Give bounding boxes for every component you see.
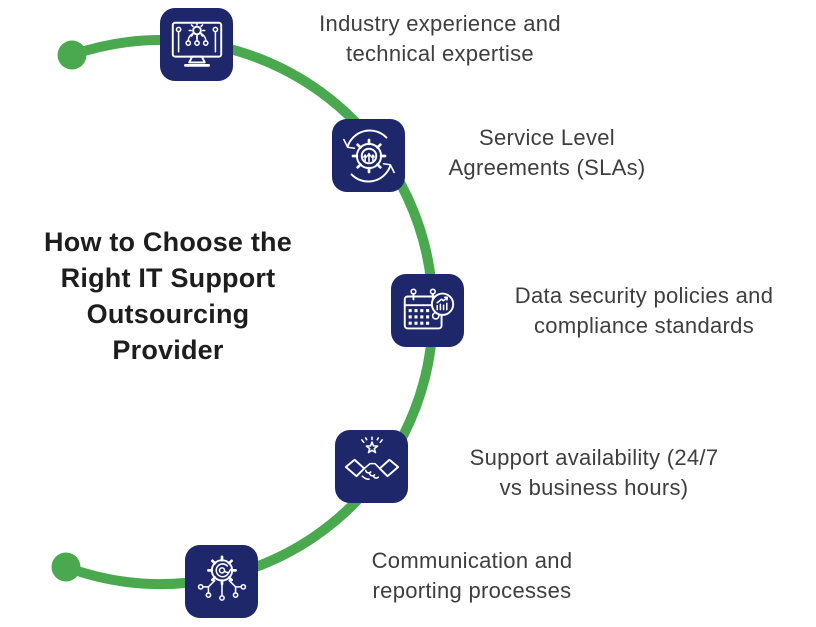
gear-circuit-icon [197,554,246,601]
step-label-1: Industry experience and technical expert… [275,9,605,69]
step-label-line: Industry experience and [319,11,561,36]
step-label-5: Communication and reporting processes [332,546,612,606]
monitor-network-icon [171,21,222,67]
step-label-3: Data security policies and compliance st… [479,281,809,341]
page-title-line: Outsourcing [86,299,250,329]
step-tile-5 [185,545,258,618]
step-label-line: Communication and [371,548,573,573]
step-label-line: vs business hours) [499,475,689,500]
page-title-line: How to Choose the [44,227,292,257]
step-tile-1 [160,8,233,81]
page-title-line: Provider [112,335,224,365]
gear-refresh-icon [342,129,395,182]
step-label-line: technical expertise [346,41,534,66]
step-tile-3 [391,274,464,347]
calendar-chart-icon [403,288,454,329]
step-tile-4 [335,430,408,503]
page-title: How to Choose the Right IT Support Outso… [2,224,334,368]
handshake-star-icon [344,435,399,480]
step-label-line: Data security policies and [514,283,774,308]
page-title-line: Right IT Support [60,263,276,293]
arc-start-dot [57,40,87,70]
step-tile-2 [332,119,405,192]
step-label-4: Support availability (24/7 vs business h… [429,443,759,503]
step-label-line: reporting processes [372,578,572,603]
step-label-line: Support availability (24/7 [469,445,719,470]
step-label-line: Agreements (SLAs) [448,155,646,180]
step-label-line: compliance standards [533,313,754,338]
step-label-line: Service Level [479,125,615,150]
arc-end-dot [51,552,81,582]
step-label-2: Service Level Agreements (SLAs) [417,123,677,183]
